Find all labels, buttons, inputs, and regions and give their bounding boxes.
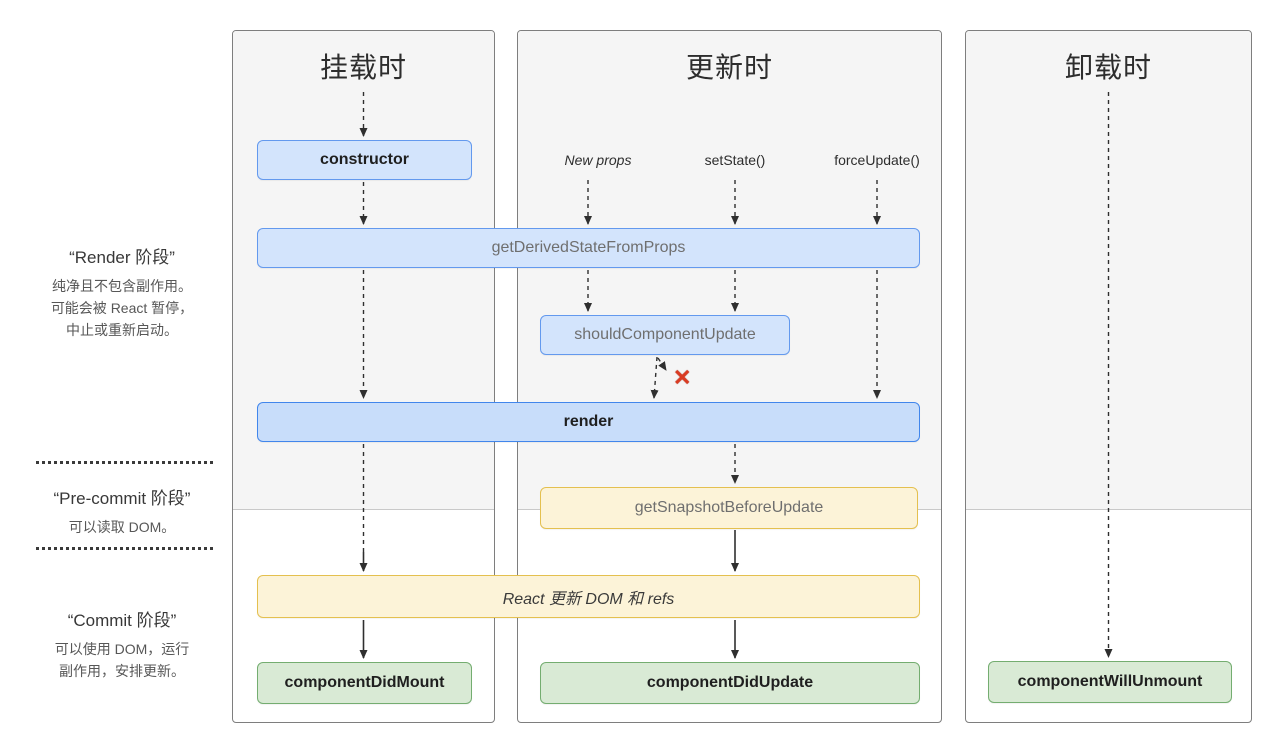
panel-updating: [517, 30, 942, 723]
panel-mounting: [232, 30, 495, 723]
phase-line: 副作用，安排更新。: [59, 663, 185, 679]
phase-title-precommit: “Pre-commit 阶段”: [53, 489, 191, 508]
trigger-label-set-state[interactable]: setState(): [704, 152, 766, 168]
phase-note-precommit: “Pre-commit 阶段” 可以读取 DOM。: [28, 484, 216, 538]
phase-separator: [36, 547, 213, 550]
phase-note-render: “Render 阶段” 纯净且不包含副作用。 可能会被 React 暂停， 中止…: [28, 243, 216, 341]
component-will-unmount-box[interactable]: componentWillUnmount: [988, 661, 1232, 703]
phase-line: 可能会被 React 暂停，: [50, 300, 194, 316]
render-box[interactable]: render: [257, 402, 920, 442]
phase-note-commit: “Commit 阶段” 可以使用 DOM，运行 副作用，安排更新。: [28, 606, 216, 682]
trigger-label-force-update[interactable]: forceUpdate(): [834, 152, 920, 168]
component-did-update-box[interactable]: componentDidUpdate: [540, 662, 920, 704]
constructor-box[interactable]: constructor: [257, 140, 472, 180]
phase-line: 可以使用 DOM，运行: [54, 641, 190, 657]
render-phase-region: [966, 31, 1251, 510]
component-did-mount-box[interactable]: componentDidMount: [257, 662, 472, 704]
trigger-label-new-props: New props: [564, 152, 632, 168]
column-title-unmounting: 卸载时: [1064, 52, 1152, 83]
phase-title-commit: “Commit 阶段”: [67, 611, 177, 630]
phase-separator: [36, 461, 213, 464]
panel-unmounting: [965, 30, 1252, 723]
react-updates-dom-box: React 更新 DOM 和 refs: [257, 575, 920, 618]
get-snapshot-before-update-box[interactable]: getSnapshotBeforeUpdate: [540, 487, 918, 529]
phase-title-render: “Render 阶段”: [69, 248, 175, 267]
get-derived-state-from-props-box[interactable]: getDerivedStateFromProps: [257, 228, 920, 268]
phase-line: 可以读取 DOM。: [68, 519, 176, 535]
should-component-update-box[interactable]: shouldComponentUpdate: [540, 315, 790, 355]
column-title-mounting: 挂载时: [319, 52, 407, 83]
phase-line: 纯净且不包含副作用。: [52, 278, 192, 294]
phase-line: 中止或重新启动。: [66, 322, 178, 338]
column-title-updating: 更新时: [685, 52, 773, 83]
abort-x-icon: ✕: [673, 365, 692, 390]
